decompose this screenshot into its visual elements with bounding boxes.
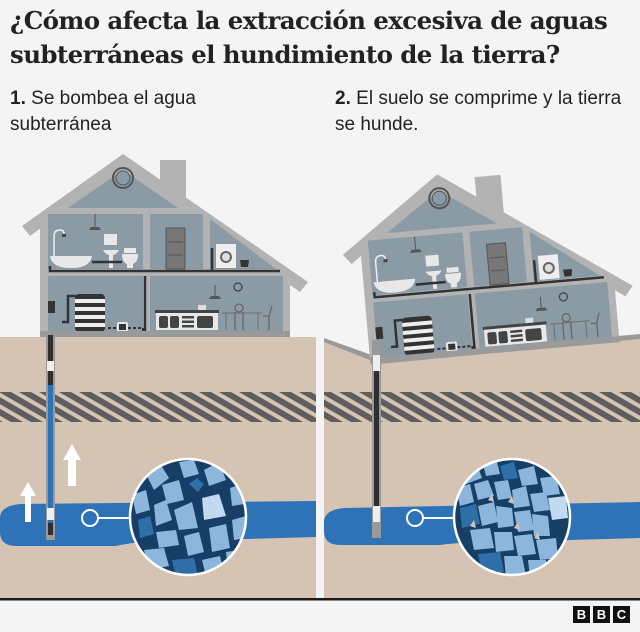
panel-1-pumping [0,152,316,598]
panel-divider [316,330,324,600]
step-1-number: 1. [10,88,26,109]
well-pipe [372,340,381,538]
panel-2-subsidence [324,156,640,598]
house-tilted [335,156,639,367]
logo-letter: C [613,606,630,623]
page-title: ¿Cómo afecta la extracción excesiva de a… [10,6,608,69]
bbc-logo: B B C [573,606,630,623]
logo-letter: B [593,606,610,623]
step-1-text: Se bombea el agua subterránea [10,88,196,135]
logo-letter: B [573,606,590,623]
house-level [20,152,310,339]
clay-layer [324,392,640,422]
step-2-caption: 2. El suelo se comprime y la tierra se h… [335,86,635,138]
well-pipe [46,335,55,540]
step-2-text: El suelo se comprime y la tierra se hund… [335,88,622,135]
baseline [0,598,640,601]
step-1-caption: 1. Se bombea el agua subterránea [10,86,270,138]
up-arrow-icon [63,444,81,486]
up-arrow-icon [20,482,36,522]
step-2-number: 2. [335,88,351,109]
